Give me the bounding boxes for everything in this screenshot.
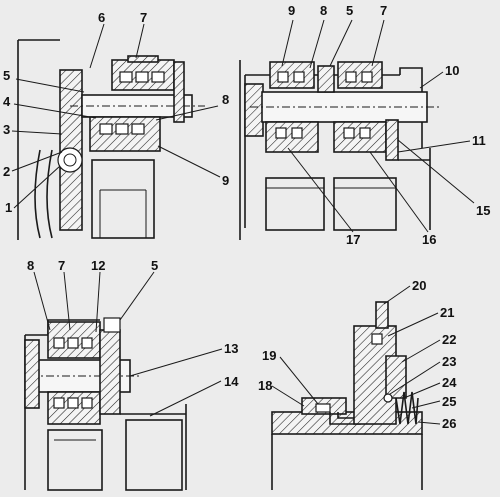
label-12: 12	[91, 258, 105, 273]
label-7: 7	[140, 10, 147, 25]
label-26: 26	[442, 416, 456, 431]
part-labels: 6 7 5 4 3 2 1 8 9 9 8 5 7 10 11 15 16 17…	[3, 3, 490, 431]
label-13: 13	[224, 341, 238, 356]
label-2: 2	[3, 164, 10, 179]
panel-d-section	[271, 301, 423, 490]
label-5: 5	[3, 68, 10, 83]
label-4: 4	[3, 94, 11, 109]
label-25: 25	[442, 394, 456, 409]
label-7c: 7	[58, 258, 65, 273]
label-5b: 5	[346, 3, 353, 18]
label-14: 14	[224, 374, 239, 389]
panel-a-section	[17, 39, 241, 240]
label-17: 17	[346, 232, 360, 247]
label-21: 21	[440, 305, 454, 320]
label-5c: 5	[151, 258, 158, 273]
label-1: 1	[5, 200, 12, 215]
panel-b-section	[244, 61, 440, 231]
panel-a-callouts	[11, 23, 221, 209]
label-22: 22	[442, 332, 456, 347]
panel-b-callouts	[281, 19, 475, 233]
label-24: 24	[442, 375, 457, 390]
label-16: 16	[422, 232, 436, 247]
label-3: 3	[3, 122, 10, 137]
label-9b: 9	[288, 3, 295, 18]
label-19: 19	[262, 348, 276, 363]
panel-c-section	[24, 317, 187, 491]
label-23: 23	[442, 354, 456, 369]
label-8c: 8	[27, 258, 34, 273]
label-8: 8	[222, 92, 229, 107]
label-11: 11	[472, 133, 486, 148]
label-10: 10	[445, 63, 459, 78]
panel-c-callouts	[33, 271, 223, 417]
label-9: 9	[222, 173, 229, 188]
label-7b: 7	[380, 3, 387, 18]
label-6: 6	[98, 10, 105, 25]
label-15: 15	[476, 203, 490, 218]
label-20: 20	[412, 278, 426, 293]
label-8b: 8	[320, 3, 327, 18]
label-18: 18	[258, 378, 272, 393]
panel-d-callouts	[271, 285, 441, 425]
